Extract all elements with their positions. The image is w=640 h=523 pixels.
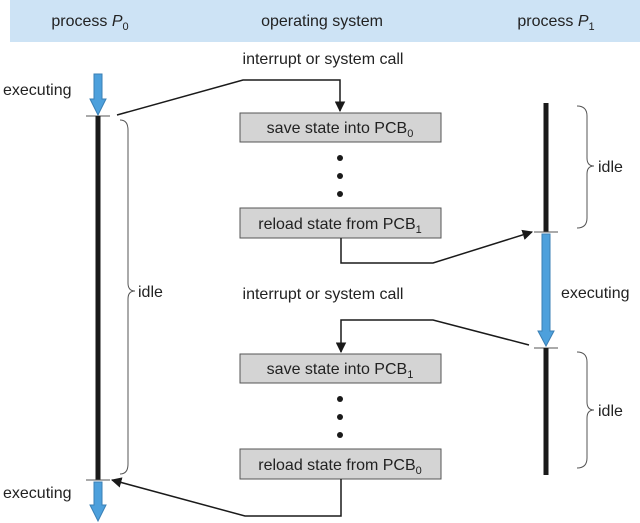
- p0-idle-line: [95, 116, 101, 480]
- os-ellipsis-dot: [337, 173, 343, 179]
- p1-idle-top-label: idle: [598, 159, 623, 176]
- p1-idle-line-bottom: [543, 348, 549, 475]
- flow-arrow-p1-to-save-pcb1: [335, 319, 530, 354]
- os-box-reload-pcb1: [239, 207, 442, 239]
- p1-idle-line-top: [543, 103, 549, 232]
- os-box-save-pcb1: [239, 353, 442, 384]
- os-box-reload-pcb1-label: reload state from PCB1: [258, 216, 422, 236]
- header-process-p0: process P0: [51, 13, 128, 33]
- p1-idle-brace-top: [576, 105, 595, 229]
- os-ellipsis-dot: [337, 155, 343, 161]
- os-box-save-pcb0: [239, 112, 442, 143]
- header-operating-system: operating system: [261, 13, 383, 30]
- os-box-reload-pcb0-label: reload state from PCB0: [258, 457, 422, 477]
- header-process-p1: process P1: [517, 13, 594, 33]
- os-ellipsis-dot: [337, 191, 343, 197]
- p0-executing-bottom-label: executing: [3, 485, 72, 502]
- header-band: [10, 0, 640, 42]
- os-ellipsis-dot: [337, 396, 343, 402]
- os-box-reload-pcb0: [239, 448, 442, 480]
- p1-executing-arrow: [537, 233, 555, 348]
- p0-idle-label: idle: [138, 284, 163, 301]
- p0-idle-brace: [119, 119, 136, 475]
- os-ellipsis-dot: [337, 432, 343, 438]
- flow-arrow-reload-pcb0-to-p0: [110, 477, 342, 517]
- p1-idle-bottom-label: idle: [598, 403, 623, 420]
- os-ellipsis-dot: [337, 414, 343, 420]
- os-interrupt-label-mid: interrupt or system call: [243, 286, 404, 303]
- os-box-save-pcb0-label: save state into PCB0: [267, 120, 414, 140]
- p1-idle-brace-bottom: [576, 351, 595, 469]
- os-box-save-pcb1-label: save state into PCB1: [267, 361, 414, 381]
- p0-executing-arrow-top: [89, 73, 107, 117]
- flow-arrow-p0-to-save-pcb0: [116, 79, 346, 116]
- flow-arrow-reload-pcb1-to-p1: [340, 229, 534, 264]
- p1-executing-label: executing: [561, 285, 630, 302]
- p0-executing-arrow-bottom: [89, 481, 107, 523]
- os-interrupt-label-top: interrupt or system call: [243, 51, 404, 68]
- p0-executing-top-label: executing: [3, 82, 72, 99]
